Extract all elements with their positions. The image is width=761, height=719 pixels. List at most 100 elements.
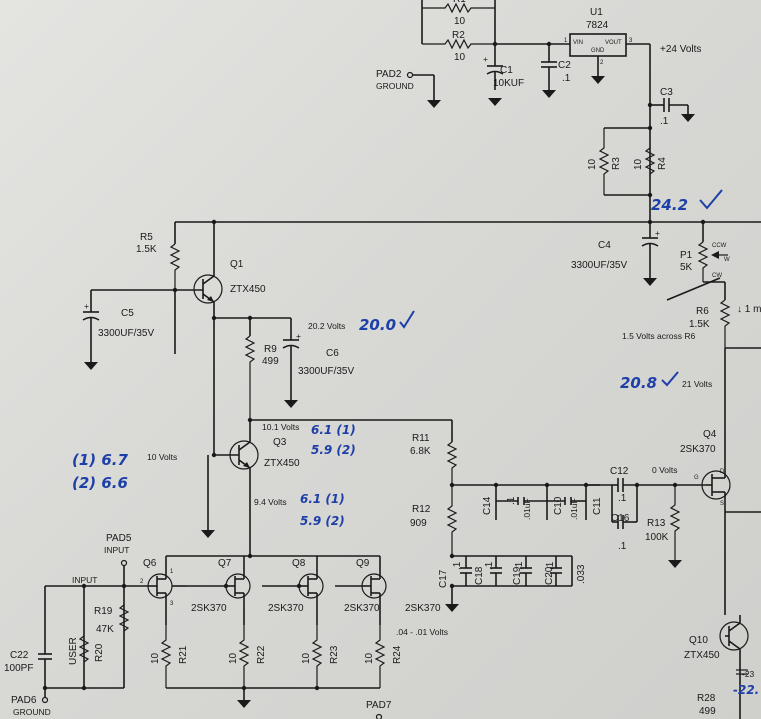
checkmark-icon [661, 371, 679, 387]
svg-text:GROUND: GROUND [13, 707, 51, 717]
svg-text:R13: R13 [647, 518, 666, 529]
svg-text:3300UF/35V: 3300UF/35V [98, 328, 154, 339]
svg-text:C12: C12 [610, 466, 629, 477]
c17-c20-bank [460, 556, 573, 586]
svg-text:R6: R6 [696, 306, 709, 317]
svg-text:C16: C16 [611, 513, 630, 524]
svg-text:C20: C20 [544, 566, 555, 585]
q10-stage: Q10 ZTX450 -23 R28 499 [684, 512, 755, 719]
svg-text:1.5K: 1.5K [136, 244, 157, 255]
svg-text:1.5 Volts across R6: 1.5 Volts across R6 [622, 331, 696, 341]
svg-text:1: 1 [170, 569, 174, 575]
q4-jfet [701, 470, 731, 500]
note-20-0: 20.0 [359, 316, 396, 334]
svg-text:.1: .1 [506, 496, 517, 505]
pad2-terminal [406, 71, 414, 79]
c1-label: C1 [500, 65, 513, 76]
svg-text:20.2 Volts: 20.2 Volts [308, 321, 345, 331]
r6-resistor: R6 1.5K 1.5 Volts across R6 ↓ 1 m [622, 277, 761, 470]
note-5-9-b: 5.9 (2) [300, 514, 345, 528]
svg-text:R22: R22 [256, 645, 267, 664]
svg-text:R9: R9 [264, 344, 277, 355]
c3-label: C3 [660, 87, 673, 98]
svg-text:.033: .033 [576, 564, 587, 584]
q4-stage: C12 .1 C16 .1 0 Volts R13 100K G D S Q4 … [586, 379, 761, 568]
svg-text:ZTX450: ZTX450 [230, 284, 266, 295]
svg-text:2SK370: 2SK370 [680, 444, 716, 455]
q1-stage: R5 1.5K Q1 ZTX450 + C5 3300UF/35V 20.2 V… [82, 222, 345, 370]
svg-text:6.8K: 6.8K [410, 446, 431, 457]
c4-capacitor: + C4 3300UF/35V [571, 222, 660, 286]
divider-and-filter: R11 6.8K R12 909 C14 .1 .01uF C10 .01uF … [410, 420, 603, 612]
svg-text:100PF: 100PF [4, 663, 33, 674]
c6-capacitor: + C6 3300UF/35V [282, 318, 354, 408]
svg-text:10: 10 [150, 652, 161, 664]
svg-text:0 Volts: 0 Volts [652, 465, 678, 475]
pad2-net: GROUND [376, 81, 414, 91]
c2-label: C2 [558, 60, 571, 71]
svg-text:+: + [296, 331, 301, 341]
svg-text:GND: GND [591, 48, 605, 54]
q3-stage: R9 499 10.1 Volts Q3 ZTX450 10 Volts 9.4… [147, 318, 452, 556]
svg-text:9.4 Volts: 9.4 Volts [254, 497, 287, 507]
svg-text:2: 2 [140, 579, 144, 585]
svg-text:Q9: Q9 [356, 558, 370, 569]
pad2-label: PAD2 [376, 69, 402, 80]
svg-text:R12: R12 [412, 504, 431, 515]
u1-label: U1 [590, 7, 603, 18]
r2-value: 10 [454, 52, 466, 63]
note-6-1-a: 6.1 (1) [311, 423, 356, 437]
svg-text:10: 10 [228, 652, 239, 664]
svg-text:C10: C10 [553, 496, 564, 515]
svg-text:21 Volts: 21 Volts [682, 379, 712, 389]
pad5-terminal [120, 559, 128, 567]
svg-text:Q1: Q1 [230, 259, 244, 270]
svg-text:.1: .1 [514, 561, 525, 570]
svg-text:↓ 1 m: ↓ 1 m [737, 304, 761, 315]
note-20-8: 20.8 [620, 374, 657, 392]
svg-text:R23: R23 [329, 645, 340, 664]
svg-text:C6: C6 [326, 348, 339, 359]
svg-text:.1: .1 [618, 493, 627, 504]
c1-value: 10KUF [493, 78, 524, 89]
top-regulator: R1 10 R2 10 + C1 10KUF C2 .1 U1 7824 VIN… [376, 0, 701, 222]
note-6-1-b: 6.1 (1) [300, 492, 345, 506]
svg-text:R28: R28 [697, 693, 716, 704]
svg-text:499: 499 [262, 356, 279, 367]
svg-text:Q4: Q4 [703, 429, 717, 440]
svg-text:Q3: Q3 [273, 437, 287, 448]
svg-text:1: 1 [564, 38, 568, 44]
svg-text:909: 909 [410, 518, 427, 529]
svg-text:10 Volts: 10 Volts [147, 452, 177, 462]
svg-text:Q6: Q6 [143, 558, 157, 569]
svg-text:.1: .1 [484, 561, 495, 570]
svg-text:VIN: VIN [573, 40, 583, 46]
svg-text:3: 3 [170, 601, 174, 607]
p1-potentiometer: CCW W CW P1 5K [680, 222, 730, 300]
svg-text:R21: R21 [178, 645, 189, 664]
svg-text:.01uF: .01uF [569, 498, 579, 520]
svg-text:C18: C18 [474, 566, 485, 585]
svg-text:2SK370: 2SK370 [268, 603, 304, 614]
svg-text:G: G [694, 475, 699, 481]
svg-text:C5: C5 [121, 308, 134, 319]
svg-text:100K: 100K [645, 532, 669, 543]
svg-text:5K: 5K [680, 262, 693, 273]
q1-transistor [193, 274, 223, 304]
svg-text:Q10: Q10 [689, 635, 708, 646]
svg-text:10: 10 [364, 652, 375, 664]
svg-text:P1: P1 [680, 250, 693, 261]
svg-text:10: 10 [587, 158, 598, 170]
note-5-9-a: 5.9 (2) [311, 443, 356, 457]
svg-text:R20: R20 [94, 643, 105, 662]
svg-text:10: 10 [633, 158, 644, 170]
checkmark-icon [399, 310, 415, 329]
svg-text:C17: C17 [438, 569, 449, 588]
svg-text:+: + [655, 228, 660, 238]
svg-text:C14: C14 [482, 496, 493, 515]
note-24-2: 24.2 [651, 196, 688, 214]
svg-text:D: D [720, 469, 725, 475]
svg-text:R19: R19 [94, 606, 113, 617]
